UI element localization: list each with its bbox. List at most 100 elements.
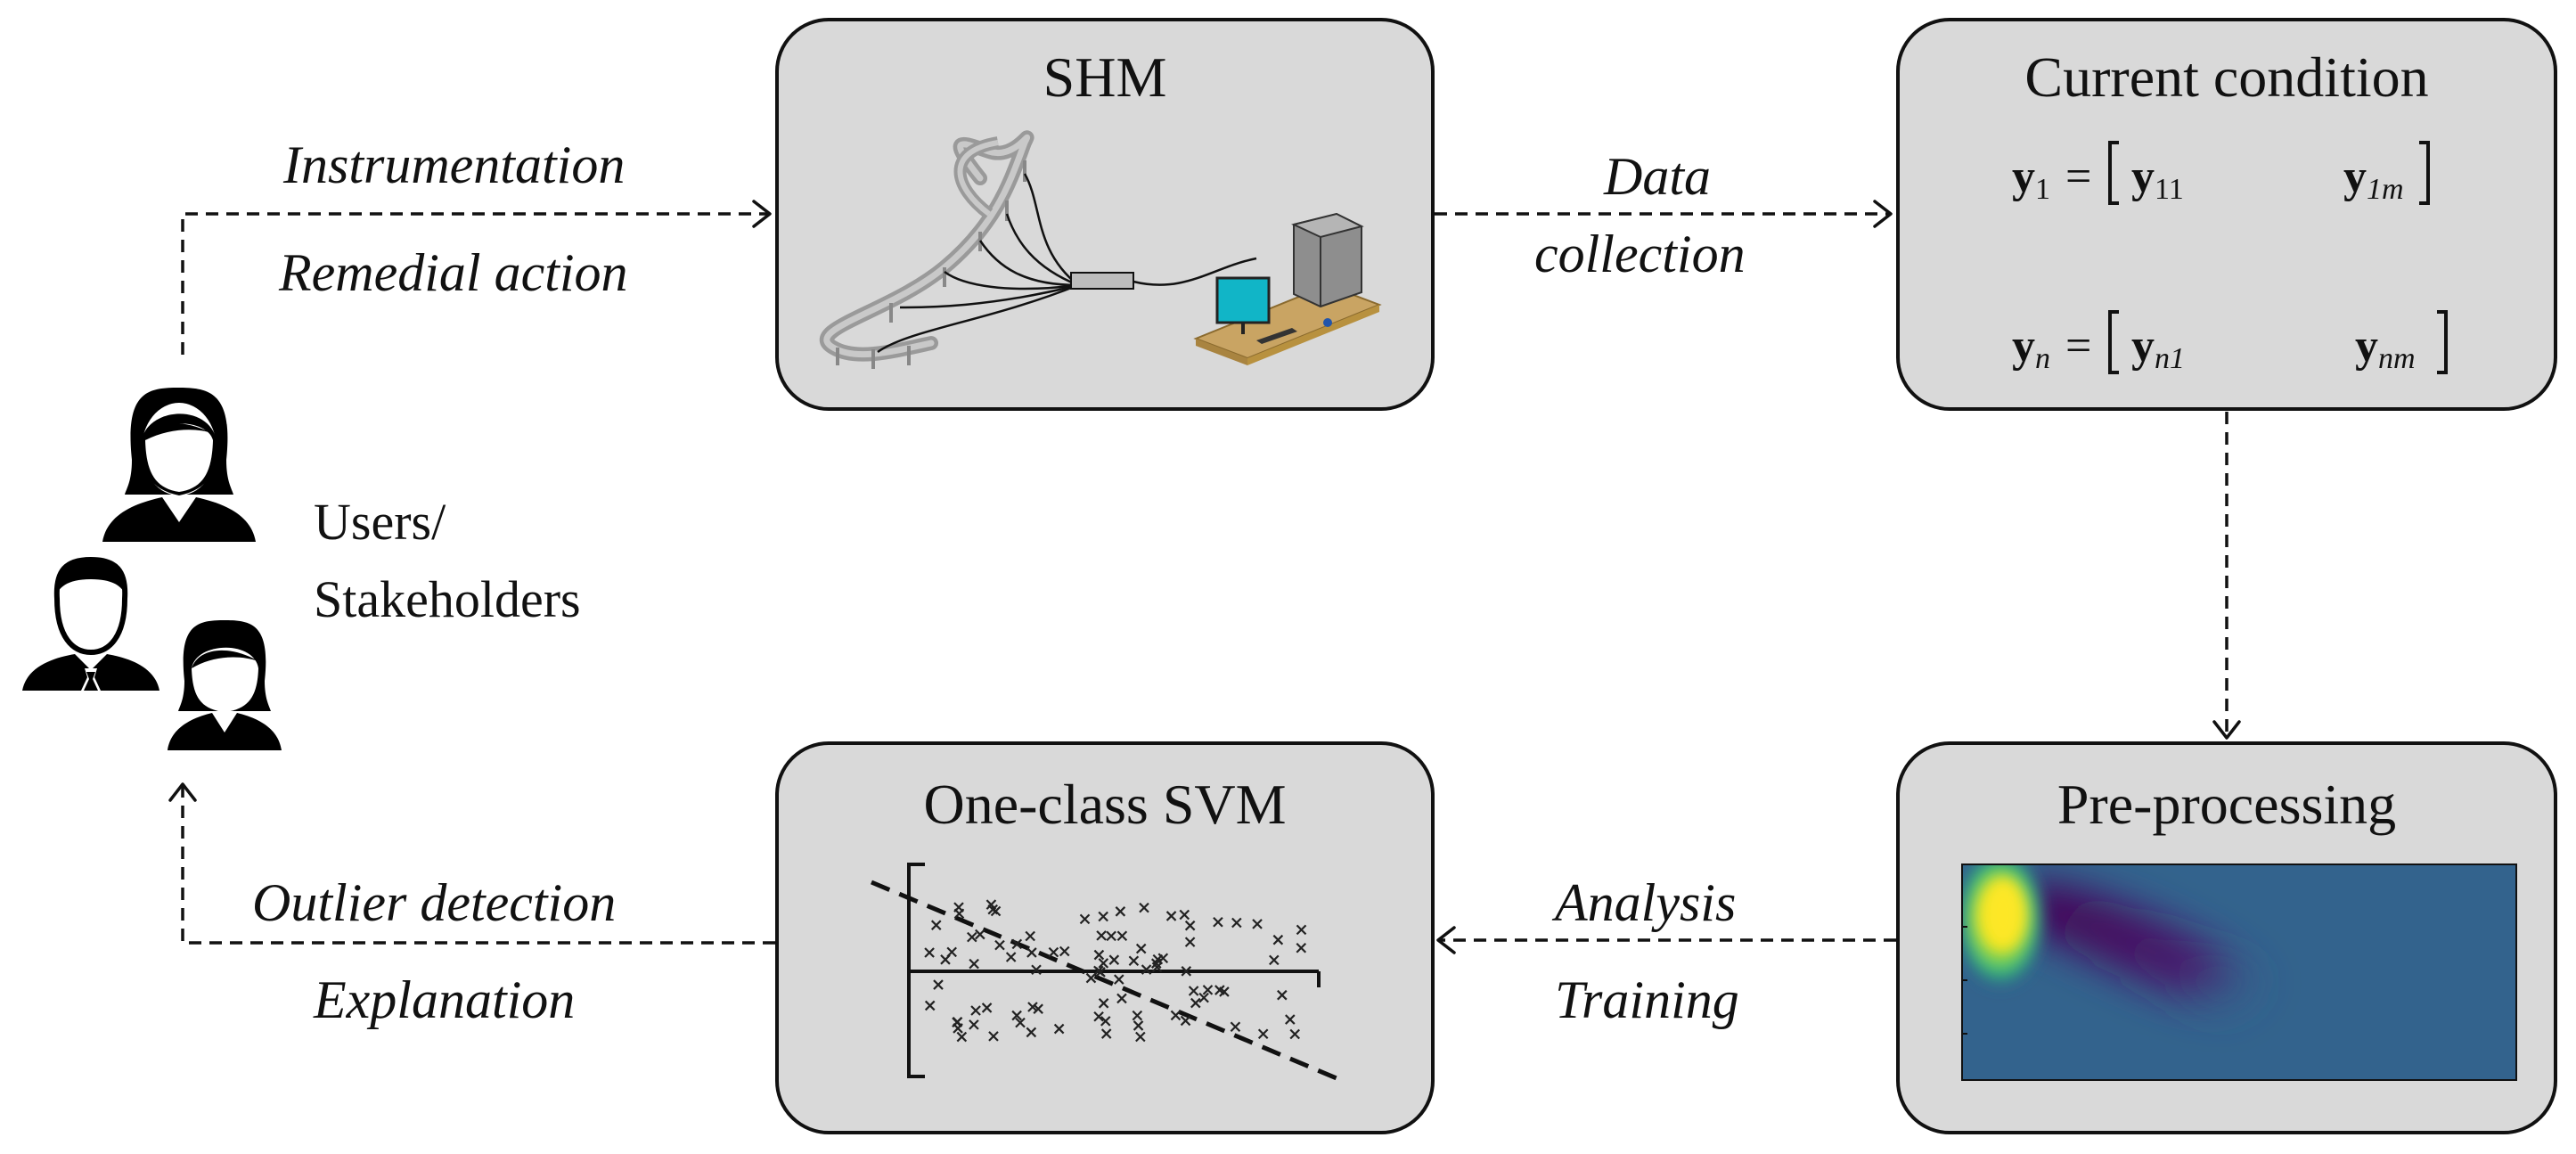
one-class-svm-box: One-class SVM (775, 741, 1435, 1134)
svm-sample-marker (1026, 1027, 1037, 1038)
svg-text:=: = (2065, 321, 2091, 372)
training-label: Training (1555, 970, 1739, 1029)
users-label-line1: Users/ (314, 493, 446, 551)
svm-sample-marker (1188, 986, 1199, 996)
svm-sample-marker (975, 929, 985, 940)
heatmap-icon (1961, 863, 2517, 1081)
svm-sample-marker (1202, 985, 1214, 995)
outlier-detection-label: Outlier detection (252, 873, 616, 932)
collection-label: collection (1534, 225, 1746, 283)
svm-sample-marker (1093, 965, 1104, 977)
svm-sample-marker (924, 947, 935, 958)
users-group: Users/ Stakeholders (22, 388, 581, 750)
svm-sample-marker (1181, 966, 1192, 977)
svm-sample-marker (970, 1005, 981, 1016)
svm-sample-marker (1093, 1011, 1104, 1022)
scatter-plot-icon (871, 863, 1337, 1081)
svm-sample-marker (1257, 1028, 1269, 1040)
svg-text:=: = (2065, 151, 2091, 202)
svm-sample-marker (1135, 943, 1147, 954)
svg-text:yn: yn (2012, 321, 2050, 375)
svm-sample-marker (1252, 919, 1263, 929)
svm-sample-marker (1031, 964, 1042, 976)
svm-sample-marker (1272, 934, 1284, 945)
svm-sample-marker (1180, 1015, 1191, 1027)
svm-sample-marker (956, 1031, 968, 1043)
svm-sample-marker (1179, 909, 1190, 921)
person-male-icon (22, 556, 159, 691)
shm-title: SHM (1043, 45, 1167, 109)
current-condition-box: Current condition y1 = y11 y1m yn = yn1 … (1896, 18, 2557, 411)
arrow-current-to-preprocessing (2212, 412, 2241, 740)
svm-sample-marker (1289, 1028, 1300, 1040)
svm-sample-marker (1230, 1021, 1241, 1032)
arrow-shm-to-current (1435, 200, 1893, 228)
svg-text:y1: y1 (2012, 151, 2050, 206)
svm-sample-marker (1213, 916, 1223, 928)
arrow-svm-to-users (168, 782, 775, 945)
svm-sample-marker (1098, 958, 1109, 969)
svm-sample-marker (1184, 937, 1196, 947)
svm-sample-marker (1165, 911, 1177, 921)
svm-sample-marker (1106, 930, 1116, 942)
data-label: Data (1603, 147, 1711, 206)
svm-sample-marker (1011, 1010, 1022, 1021)
svm-sample-marker (1128, 955, 1140, 967)
svm-sample-marker (1098, 911, 1108, 922)
svm-sample-marker (1170, 1010, 1182, 1021)
svm-sample-marker (1096, 930, 1107, 941)
svm-sample-marker (994, 939, 1005, 951)
svm-sample-marker (1132, 1010, 1143, 1021)
svm-title: One-class SVM (923, 773, 1286, 836)
svm-sample-marker (969, 1019, 979, 1030)
svm-sample-marker (1059, 945, 1070, 957)
svm-sample-marker (1093, 949, 1105, 961)
svm-sample-marker (924, 1000, 936, 1011)
svm-sample-marker (1139, 902, 1149, 913)
svm-sample-marker (1157, 953, 1169, 964)
explanation-label: Explanation (313, 970, 575, 1029)
svm-sample-marker (1277, 989, 1288, 1001)
analysis-label: Analysis (1551, 873, 1736, 932)
equation-row-n: yn = yn1 ynm (2012, 310, 2448, 375)
svm-sample-marker (1015, 1017, 1026, 1028)
instrumentation-label: Instrumentation (282, 135, 625, 194)
svg-text:ynm: ynm (2355, 321, 2416, 375)
svm-sample-marker (1098, 998, 1109, 1009)
svm-sample-marker (952, 1017, 962, 1027)
pre-processing-title: Pre-processing (2057, 773, 2396, 836)
svm-sample-marker (1214, 985, 1225, 995)
svm-sample-marker (1053, 1023, 1065, 1035)
svm-sample-marker (1296, 924, 1307, 936)
svm-sample-marker (981, 1003, 993, 1013)
shm-box: SHM (775, 18, 1435, 411)
svm-sample-marker (1079, 913, 1091, 925)
remedial-action-label: Remedial action (278, 243, 628, 302)
svm-sample-marker (946, 946, 957, 958)
svg-text:yn1: yn1 (2131, 321, 2185, 375)
svm-sample-marker (1100, 1016, 1111, 1027)
svm-sample-marker (1285, 1014, 1296, 1025)
svm-sample-marker (985, 899, 997, 910)
svm-sample-marker (988, 1031, 999, 1042)
users-label-line2: Stakeholders (314, 570, 581, 628)
svm-sample-marker (1115, 906, 1126, 917)
svm-sample-marker (1151, 962, 1163, 973)
svm-sample-marker (1026, 947, 1037, 958)
svm-sample-marker (1108, 954, 1120, 965)
pre-processing-box: Pre-processing (1896, 741, 2557, 1134)
arrow-users-to-shm (181, 200, 772, 355)
svm-sample-marker (1116, 993, 1127, 1004)
current-condition-title: Current condition (2024, 45, 2428, 109)
svm-sample-marker (1198, 992, 1209, 1003)
computer-icon (1193, 212, 1382, 365)
svm-sample-marker (1005, 952, 1017, 962)
bridge-icon (819, 130, 1257, 369)
svg-text:y11: y11 (2131, 151, 2184, 206)
svm-sample-marker (933, 979, 944, 990)
svm-sample-marker (1231, 917, 1242, 929)
svm-sample-marker (1190, 997, 1201, 1009)
svm-sample-marker (1048, 946, 1059, 958)
svm-sample-marker (1269, 954, 1280, 966)
